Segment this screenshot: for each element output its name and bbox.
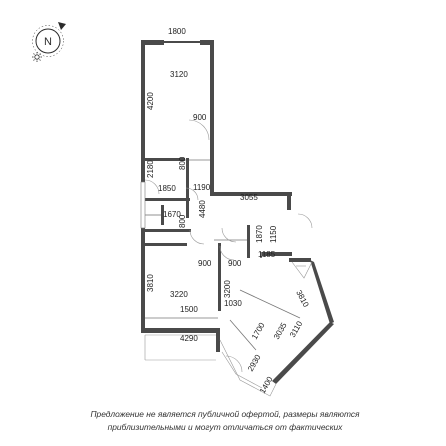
sun-icon [32,52,42,62]
dim-label: 3120 [170,70,188,79]
dim-label: 4200 [146,92,155,110]
dim-label: 1800 [168,27,186,36]
door-swing-icon [219,245,235,261]
dim-label: 1190 [193,183,211,192]
dim-label: 1870 [255,225,264,243]
compass-outer-ring [32,25,64,57]
door-swing-icon [297,213,313,229]
disclaimer-line-2: приблизительными и могут отличаться от ф… [107,422,343,432]
dim-label: 4480 [198,200,207,218]
dim-label: 3035 [272,321,289,341]
dim-label: 1030 [224,299,242,308]
dim-label: 1850 [158,184,176,193]
doors [144,119,313,373]
dim-label: 3055 [240,193,258,202]
dim-label: 900 [228,259,242,268]
dim-label: 3220 [170,290,188,299]
compass-arrow-icon [58,22,66,30]
windows [140,181,262,258]
door-swing-icon [188,119,210,141]
disclaimer-line-1: Предложение не является публичной оферто… [90,409,360,419]
dim-label: 800 [178,214,187,228]
compass-ring [35,28,61,54]
disclaimer: Предложение не является публичной оферто… [40,408,410,434]
door-swing-icon [144,179,160,195]
dimension-labels: 1800 3120 4200 900 2180 800 1850 1190 44… [146,27,311,395]
dim-label: 4290 [180,334,198,343]
dim-label: 3810 [294,289,311,309]
door-swing-icon [221,227,237,243]
dim-label: 1150 [269,225,278,243]
dim-label: 3110 [288,319,305,339]
dim-label: 900 [193,113,207,122]
outer-walls [141,40,334,384]
door-swing-icon [225,355,243,373]
dim-label: 2180 [146,160,155,178]
door-swing-icon [189,229,205,245]
dim-label: 800 [178,156,187,170]
compass: N [32,22,66,62]
dim-label: 1670 [163,210,181,219]
dim-label: 1700 [250,321,267,341]
dim-label: 3810 [146,274,155,292]
dim-label: 1185 [258,250,276,259]
dim-label: 3200 [223,280,232,298]
door-swing-icon [185,187,199,201]
dim-label: 2930 [246,353,263,373]
dim-label: 900 [198,259,212,268]
compass-letter: N [44,36,52,48]
dim-label: 1500 [180,305,198,314]
